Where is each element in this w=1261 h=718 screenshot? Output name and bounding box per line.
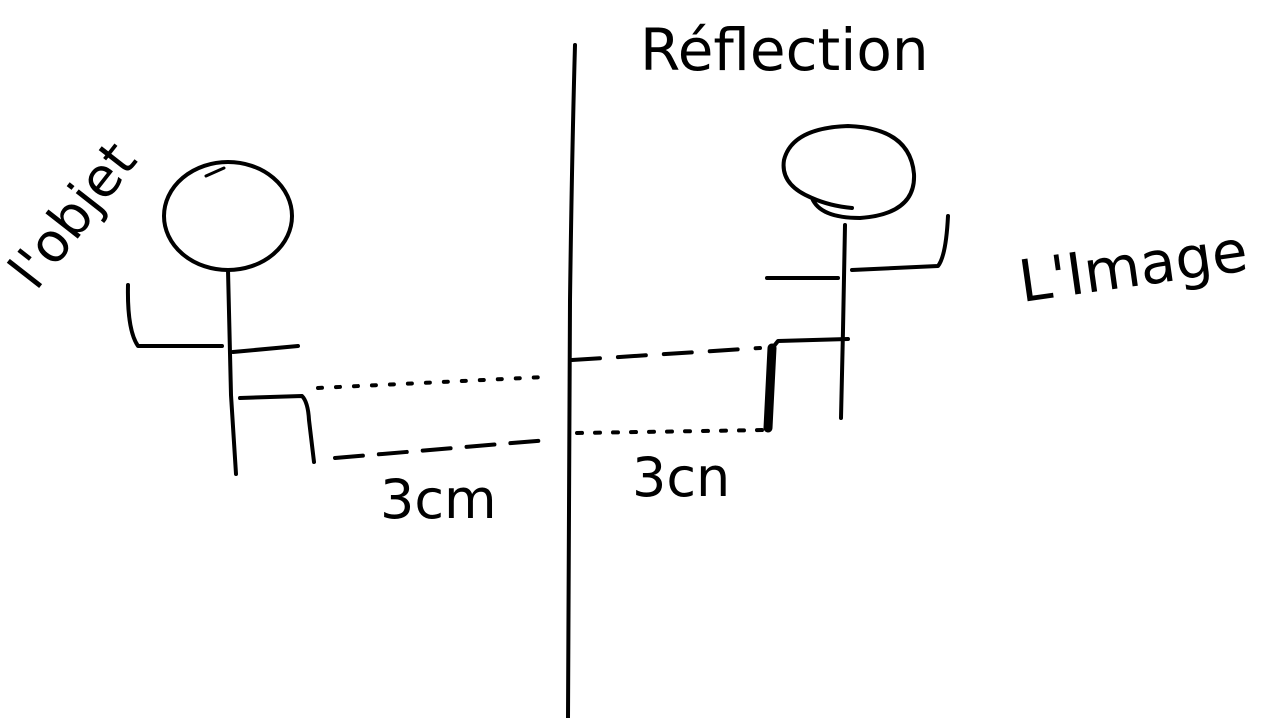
image-raised-arm xyxy=(850,214,950,272)
object-hair-stroke xyxy=(204,166,226,178)
image-head xyxy=(781,124,917,220)
object-raised-arm xyxy=(125,283,224,348)
object-body xyxy=(226,268,238,476)
object-head xyxy=(162,160,294,272)
title-label: Réflection xyxy=(640,16,929,84)
projection-line-upper-right xyxy=(570,346,762,362)
image-body xyxy=(839,223,847,420)
object-right-arm xyxy=(231,344,300,354)
image-leg xyxy=(772,337,850,348)
object-figure xyxy=(125,160,316,476)
image-label: L'Image xyxy=(1014,217,1251,316)
mirror-line xyxy=(566,43,577,718)
right-distance-label: 3cn xyxy=(632,446,730,509)
object-label: l'objet xyxy=(0,130,149,300)
projection-line-lower-right xyxy=(575,428,767,435)
image-leg-bold xyxy=(763,343,777,433)
object-leg xyxy=(238,394,316,464)
image-figure xyxy=(763,124,950,433)
projection-line-lower-left xyxy=(333,438,550,460)
projection-line-upper-left xyxy=(316,375,547,390)
left-distance-label: 3cm xyxy=(380,468,497,531)
